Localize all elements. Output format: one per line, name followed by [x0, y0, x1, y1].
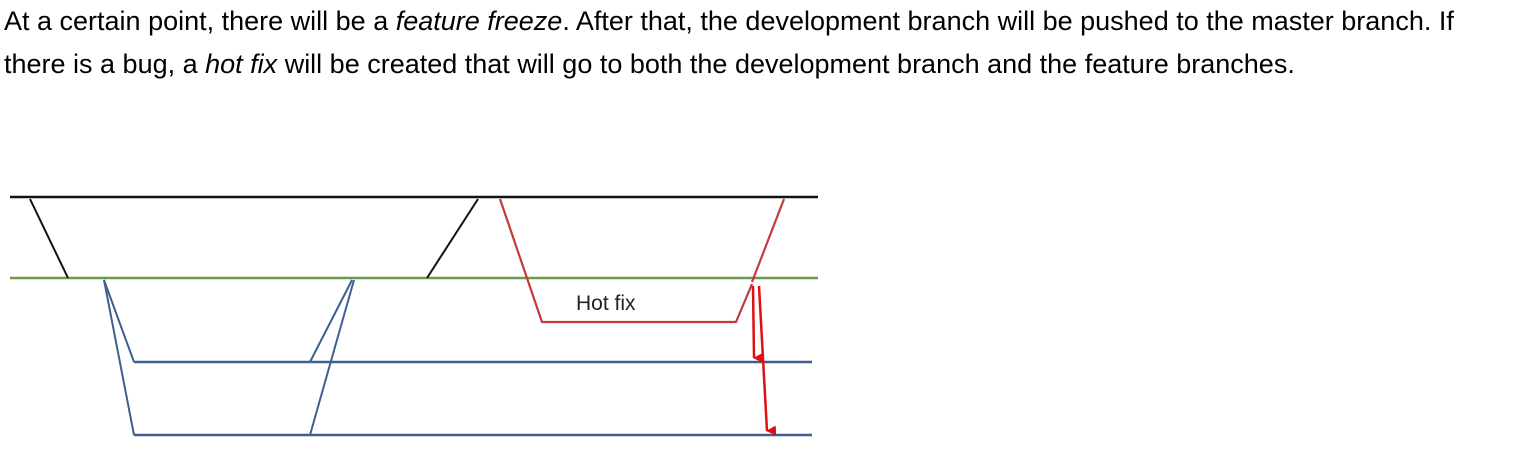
paragraph-text-3: will be created that will go to both the…	[277, 49, 1295, 79]
feature-freeze-emphasis: feature freeze	[395, 6, 563, 36]
branch-out-feature-2	[103, 279, 135, 436]
branch-out-feature-1	[103, 279, 135, 363]
hotfix-arrow-to-feature-2	[757, 285, 777, 436]
hotfix-path	[498, 198, 754, 324]
merge-feature-2	[309, 279, 355, 436]
paragraph-text-1: At a certain point, there will be a	[4, 6, 396, 36]
hot-fix-emphasis: hot fix	[205, 49, 278, 79]
merge-feature-1	[309, 279, 353, 363]
hotfix-label: Hot fix	[576, 292, 636, 315]
paragraph-text-2: . After that, the development branch wil…	[4, 6, 1454, 79]
development-to-master-connector	[426, 198, 479, 279]
hotfix-arrow-to-feature-1	[751, 285, 764, 363]
master-to-development-connector	[29, 198, 69, 279]
description-paragraph: At a certain point, there will be a feat…	[4, 0, 1514, 86]
hotfix-to-master-connector	[750, 198, 786, 283]
